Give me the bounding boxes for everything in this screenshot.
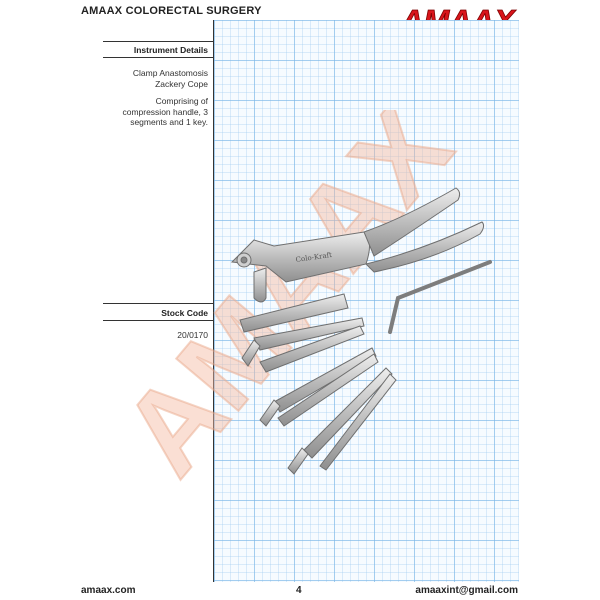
section-rule bbox=[103, 41, 213, 42]
page-number: 4 bbox=[296, 585, 302, 596]
footer-email: amaaxint@gmail.com bbox=[415, 585, 518, 596]
graph-paper-background bbox=[214, 20, 519, 582]
clamp-instrument-image: Colo-Kraft bbox=[230, 187, 492, 475]
stock-code-value: 20/0170 bbox=[177, 330, 208, 340]
compression-handle bbox=[230, 187, 485, 303]
footer-website: amaax.com bbox=[81, 585, 136, 596]
section-rule bbox=[103, 57, 213, 58]
column-divider bbox=[213, 20, 214, 582]
page-title: AMAAX COLORECTAL SURGERY bbox=[81, 5, 262, 17]
instrument-name: Clamp Anastomosis Zackery Cope bbox=[132, 68, 208, 89]
instrument-description: Comprising of compression handle, 3 segm… bbox=[122, 96, 208, 127]
clamp-segments bbox=[241, 317, 397, 475]
key-icon bbox=[388, 260, 492, 334]
section-rule bbox=[103, 303, 213, 304]
segment-bar bbox=[239, 293, 349, 333]
stock-code-heading: Stock Code bbox=[161, 308, 208, 318]
section-rule bbox=[103, 320, 213, 321]
instrument-details-heading: Instrument Details bbox=[133, 45, 208, 55]
